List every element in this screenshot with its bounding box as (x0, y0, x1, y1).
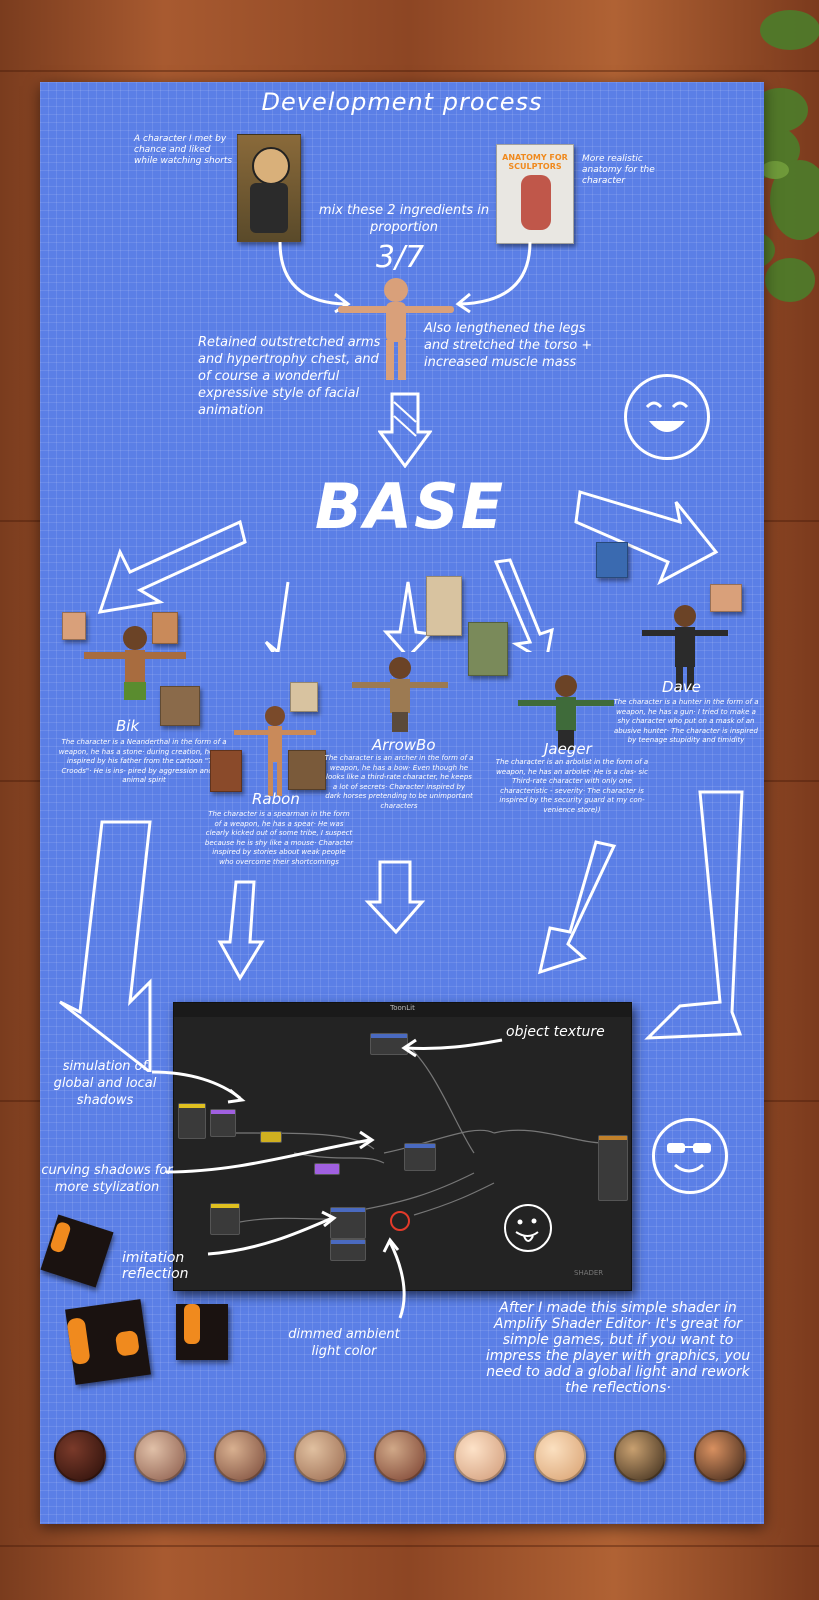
shadow-node (178, 1103, 206, 1139)
material-swatch (534, 1430, 586, 1482)
arrowbo-reference-image (426, 576, 462, 636)
shader-summary: After I made this simple shader in Ampli… (485, 1300, 751, 1396)
material-swatch (134, 1430, 186, 1482)
dave-reference-image (710, 584, 742, 612)
bik-figure (84, 626, 186, 700)
output-node (598, 1135, 628, 1201)
jaeger-reference-image (468, 622, 508, 676)
object-texture-note: object texture (506, 1024, 605, 1040)
jaeger-figure (518, 675, 614, 750)
editor-titlebar (174, 1003, 631, 1017)
shadows-note: simulation of global and local shadows (53, 1059, 157, 1108)
lighting-node (404, 1143, 436, 1171)
texture-tile-accent (184, 1304, 200, 1344)
arrow-icon (378, 392, 432, 468)
mix-note: mix these 2 ingredients in proportion (318, 203, 490, 235)
cartoon-head (252, 147, 290, 185)
base-figure (338, 278, 454, 380)
character-name-jaeger: Jaeger (544, 740, 592, 758)
shader-editor-screenshot: ToonLit SHADER (173, 1002, 632, 1291)
texture-tile-accent (66, 1317, 91, 1366)
rabon-reference-image (290, 682, 318, 712)
blueprint-poster: Development process A character I met by… (40, 82, 764, 1524)
curving-shadows-note: curving shadows for more stylization (41, 1163, 173, 1195)
arrow-icon (97, 490, 719, 652)
material-swatch (374, 1430, 426, 1482)
smiley-laugh-icon (624, 374, 710, 460)
ambient-node (330, 1239, 366, 1261)
rabon-figure (234, 706, 316, 796)
arrow-icon (151, 1038, 503, 1319)
character-desc-bik: The character is a Neanderthal in the fo… (58, 738, 230, 784)
base-left-note: Retained outstretched arms and hypertrop… (198, 335, 381, 418)
smiley-sunglasses-icon (652, 1118, 728, 1194)
value-node (260, 1131, 282, 1143)
character-desc-rabon: The character is a spearman in the form … (204, 810, 354, 866)
editor-title: ToonLit (390, 1004, 415, 1012)
right-reference-note: More realistic anatomy for the character (582, 154, 655, 186)
book-torso (521, 175, 551, 230)
character-name-arrowbo: ArrowBo (372, 736, 436, 754)
rabon-reference-image (288, 750, 326, 790)
character-desc-arrowbo: The character is an archer in the form o… (324, 754, 474, 810)
value-node (314, 1163, 340, 1175)
smiley-tongue-icon (504, 1204, 552, 1252)
texture-tile (176, 1304, 228, 1360)
material-swatch (614, 1430, 666, 1482)
bik-reference-image (152, 612, 178, 644)
material-swatch (214, 1430, 266, 1482)
rabon-reference-image (210, 750, 242, 792)
texture-tile (65, 1299, 151, 1385)
character-name-dave: Dave (662, 678, 701, 696)
reflection-node (210, 1203, 240, 1235)
character-name-bik: Bik (116, 717, 140, 735)
arrow-icon (59, 790, 744, 1072)
dave-figure (642, 605, 728, 690)
texture-tile-accent (114, 1329, 140, 1357)
bik-reference-image (62, 612, 86, 640)
ambient-note: dimmed ambient light color (288, 1327, 400, 1359)
material-swatch (294, 1430, 346, 1482)
texture-node (370, 1033, 408, 1055)
base-label: BASE (314, 470, 506, 543)
ratio-label: 3/7 (375, 240, 425, 275)
character-desc-jaeger: The character is an arbolist in the form… (495, 758, 649, 814)
shadow-node (210, 1109, 236, 1137)
reflection-note: imitation reflection (122, 1250, 189, 1282)
base-right-note: Also lengthened the legs and stretched t… (424, 321, 593, 370)
character-name-rabon: Rabon (252, 790, 300, 808)
editor-watermark: SHADER (574, 1269, 604, 1277)
arrowbo-figure (352, 657, 448, 732)
left-reference-note: A character I met by chance and liked wh… (134, 134, 233, 166)
book-title: ANATOMY FOR SCULPTORS (502, 153, 568, 171)
material-swatch (694, 1430, 746, 1482)
cartoon-reference-image (237, 134, 301, 242)
page-title: Development process (261, 88, 543, 116)
character-desc-dave: The character is a hunter in the form of… (613, 698, 759, 744)
reflection-node (330, 1207, 366, 1239)
wood-grain (0, 70, 819, 72)
cartoon-body (250, 183, 288, 233)
material-swatch (454, 1430, 506, 1482)
dave-reference-image (596, 542, 628, 578)
material-swatch (54, 1430, 106, 1482)
anatomy-book-image: ANATOMY FOR SCULPTORS (496, 144, 574, 244)
bik-reference-image (160, 686, 200, 726)
wood-grain (0, 1545, 819, 1547)
